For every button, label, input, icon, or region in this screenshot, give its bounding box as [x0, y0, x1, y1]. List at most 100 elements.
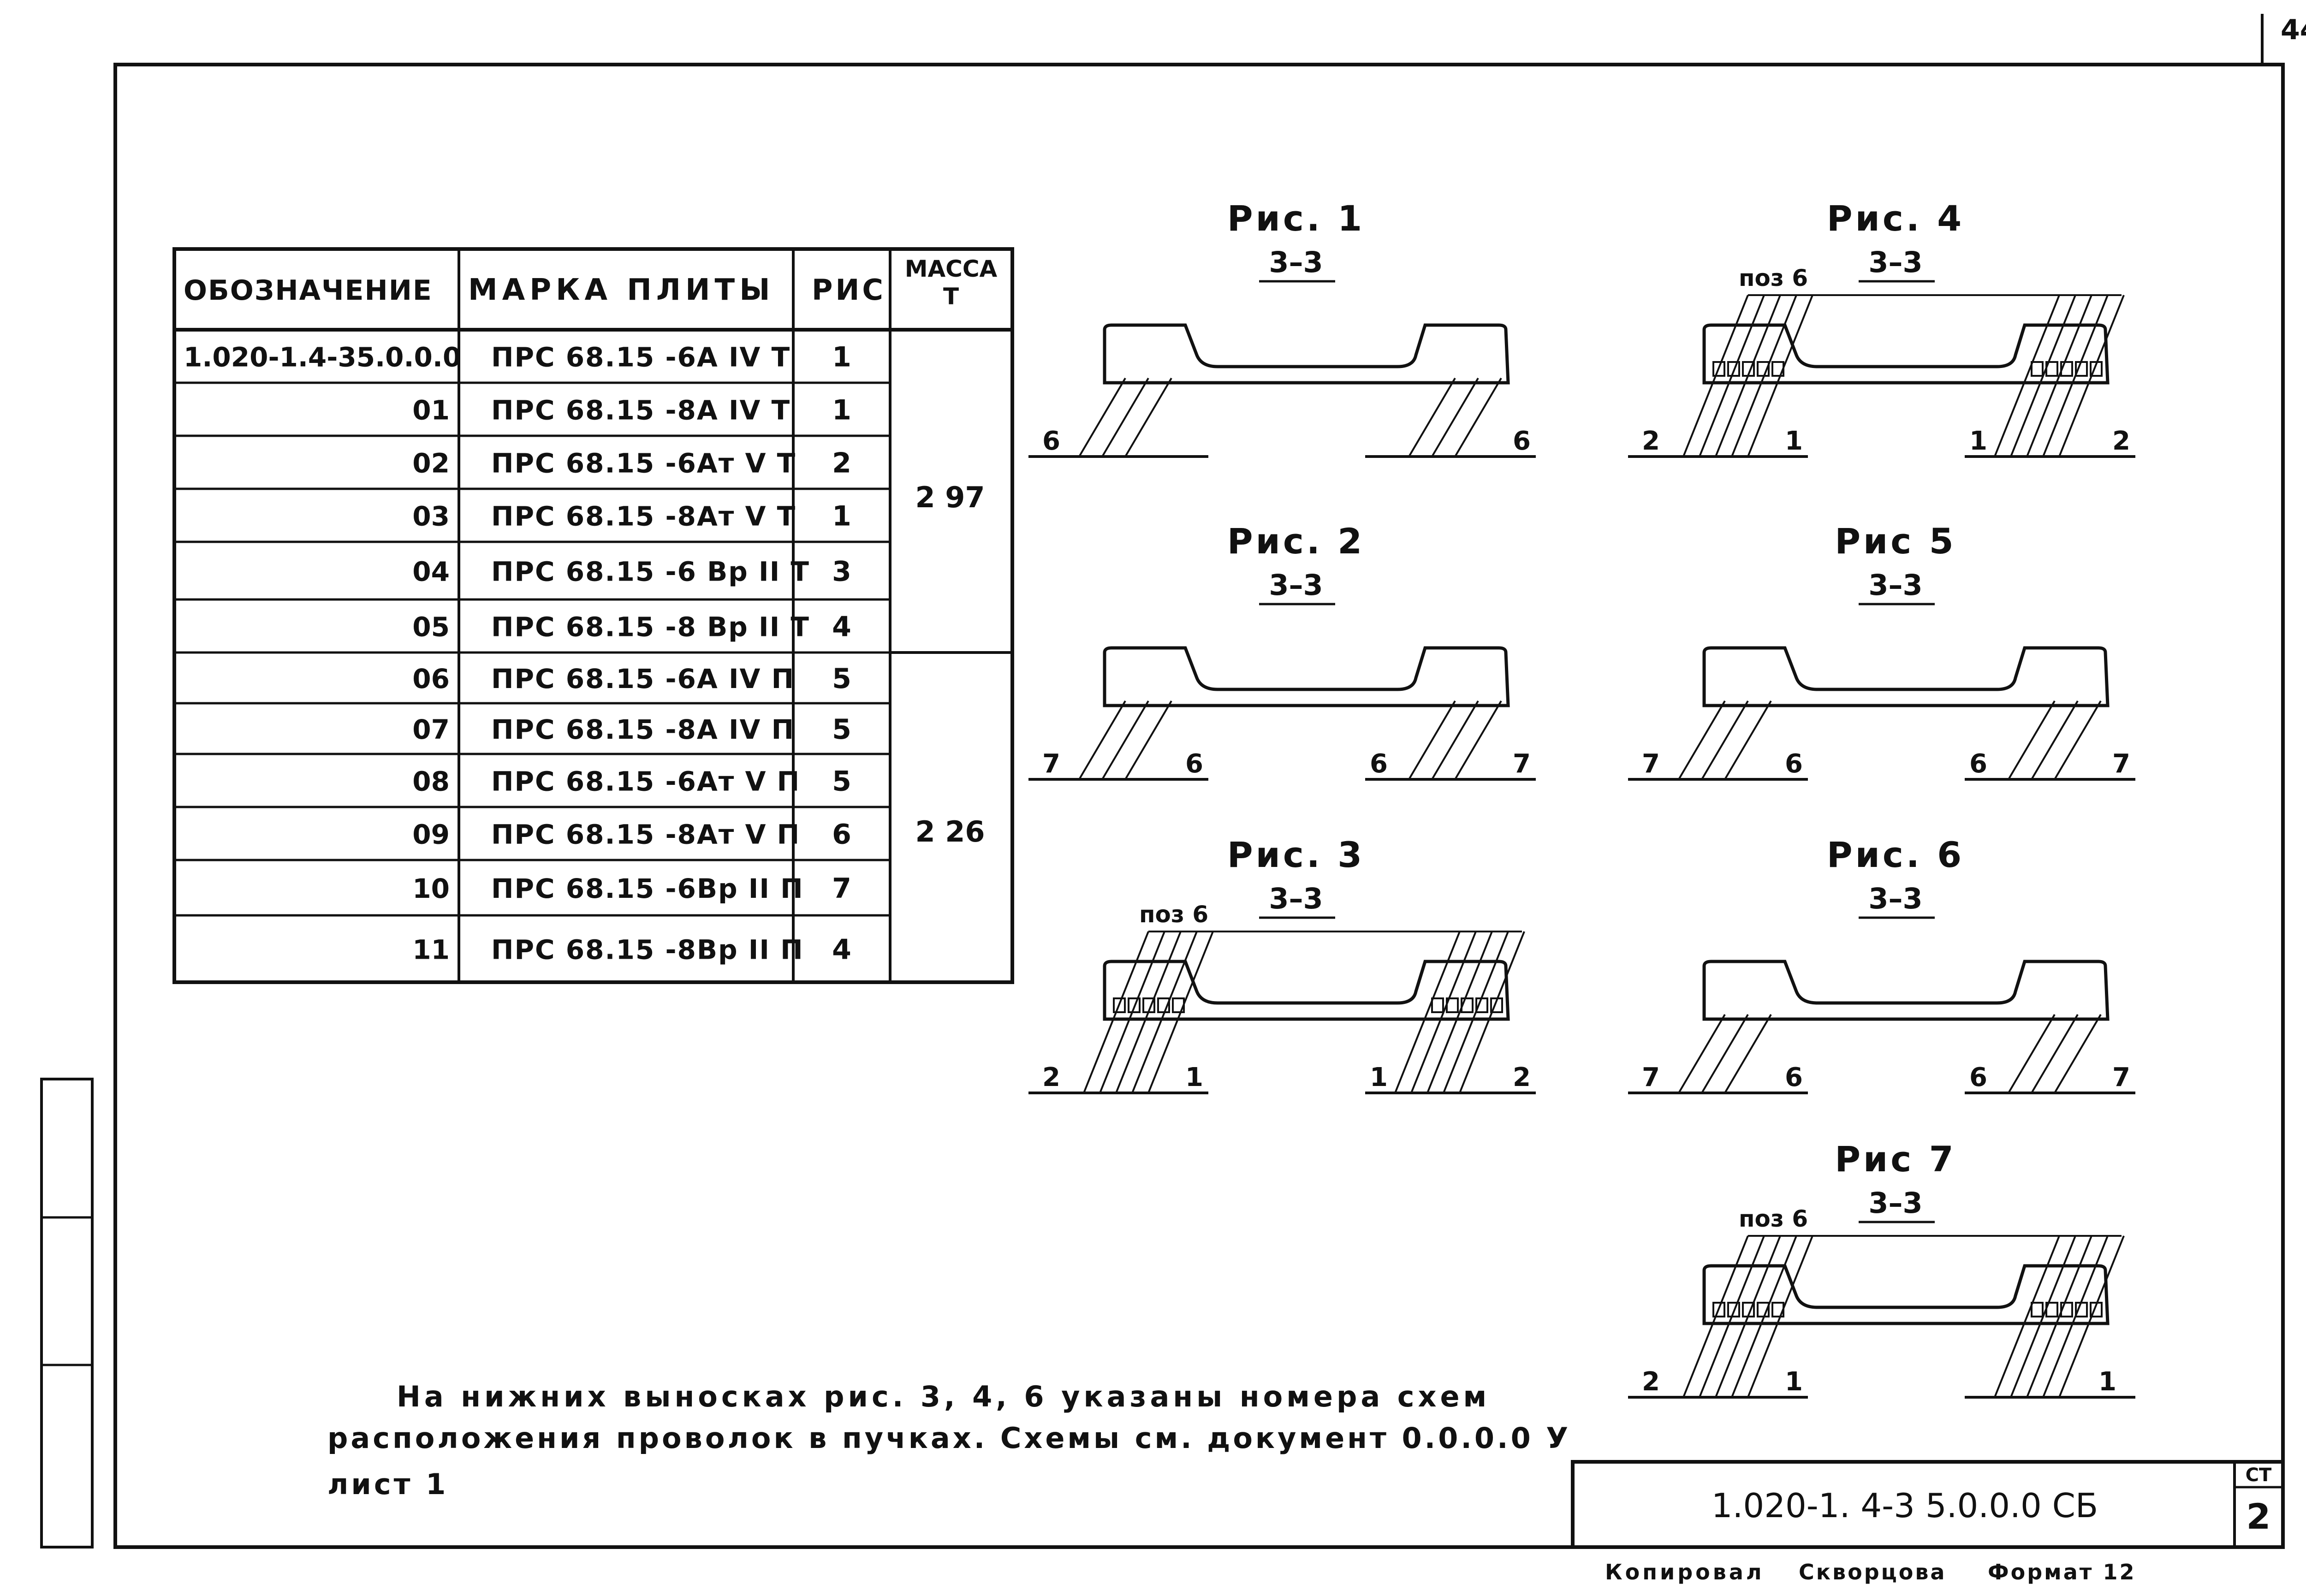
- callout-left-inner: 6: [1785, 749, 1803, 779]
- callout-right-outer: 7: [1513, 749, 1531, 779]
- section-label: 3–3: [1868, 882, 1922, 915]
- row-mark: ПРС 68.15 -8Ат V Т: [491, 501, 796, 532]
- section-label: 3–3: [1868, 245, 1922, 279]
- row-fig: 4: [832, 611, 851, 643]
- row-fig: 1: [832, 394, 851, 427]
- row-code: 1.020-1.4-35.0.0.0: [184, 342, 461, 373]
- callout-right-inner: 6: [1969, 749, 1987, 779]
- row-code: 01: [412, 395, 450, 426]
- row-mark: ПРС 68.15 -8 Вр II Т: [491, 611, 810, 643]
- row-code: 05: [412, 611, 450, 643]
- note-line-3: лист 1: [327, 1467, 448, 1501]
- header-designation: ОБОЗНАЧЕНИЕ: [184, 274, 433, 307]
- row-fig: 5: [832, 663, 851, 695]
- figure-title: Рис. 4: [1827, 198, 1964, 239]
- sheet-label: СТ: [2246, 1465, 2272, 1486]
- mass-group-1: 2 97: [915, 481, 985, 514]
- row-code: 08: [412, 766, 450, 797]
- callout-left-outer: 7: [1642, 749, 1660, 779]
- row-mark: ПРС 68.15 -6А IV Т: [491, 342, 790, 373]
- figure-title: Рис. 1: [1227, 198, 1365, 239]
- row-mark: ПРС 68.15 -6Ат V П: [491, 766, 800, 797]
- row-mark: ПРС 68.15 -6А IV П: [491, 663, 795, 694]
- page-number: 44: [2281, 14, 2306, 46]
- header-mark: МАРКА ПЛИТЫ: [468, 273, 775, 307]
- callout-right-outer: 7: [2112, 749, 2130, 779]
- section-label: 3–3: [1269, 568, 1323, 602]
- section-figure: Рис. 3 3–3 поз 6 2 1 1 2: [1028, 834, 1536, 1094]
- pos-label: поз 6: [1139, 901, 1208, 928]
- copied-name: Скворцова: [1799, 1560, 1946, 1584]
- callout-left-inner: 1: [1185, 1062, 1203, 1092]
- callout-left-inner: 6: [1785, 1062, 1803, 1092]
- row-code: 04: [412, 556, 450, 587]
- pos-label: поз 6: [1739, 1205, 1808, 1232]
- row-fig: 6: [832, 819, 851, 851]
- row-fig: 1: [832, 500, 851, 533]
- figure-title: Рис. 6: [1827, 834, 1964, 875]
- document-code: 1.020-1. 4-3 5.0.0.0 СБ: [1712, 1486, 2098, 1525]
- row-code: 11: [412, 934, 450, 966]
- callout-left-inner: 1: [1785, 426, 1803, 456]
- marks-table: [172, 247, 1014, 984]
- row-code: 10: [412, 873, 450, 904]
- row-mark: ПРС 68.15 -8А IV П: [491, 714, 795, 745]
- sheet-frame: [113, 63, 2285, 1549]
- callout-right-outer: 2: [1513, 1062, 1531, 1092]
- row-code: 06: [412, 663, 450, 694]
- row-fig: 4: [832, 934, 851, 966]
- callout-right-inner: 1: [1370, 1062, 1388, 1092]
- note-line-1: На нижних выносках рис. 3, 4, 6 указаны …: [397, 1380, 1490, 1413]
- callout-right-outer: 1: [2098, 1367, 2116, 1397]
- callout-left-inner: 1: [1785, 1367, 1803, 1397]
- row-code: 03: [412, 501, 450, 532]
- row-fig: 1: [832, 341, 851, 374]
- callout-right-outer: 7: [2112, 1062, 2130, 1092]
- callout-left-outer: 6: [1042, 426, 1060, 456]
- callout-left-outer: 2: [1042, 1062, 1060, 1092]
- figure-title: Рис 7: [1835, 1139, 1956, 1180]
- binding-strip: [40, 1078, 94, 1549]
- row-fig: 5: [832, 765, 851, 798]
- title-block: [1571, 1460, 2285, 1549]
- callout-left-outer: 2: [1642, 426, 1660, 456]
- callout-left-outer: 7: [1042, 749, 1060, 779]
- figure-title: Рис. 3: [1227, 834, 1365, 875]
- callout-right-inner: 1: [1969, 426, 1987, 456]
- row-mark: ПРС 68.15 -8А IV Т: [491, 395, 790, 426]
- row-mark: ПРС 68.15 -6 Вр II Т: [491, 556, 810, 587]
- row-mark: ПРС 68.15 -8Ат V П: [491, 819, 800, 850]
- row-code: 07: [412, 714, 450, 745]
- note-line-2: расположения проволок в пучках. Схемы см…: [327, 1421, 1571, 1455]
- callout-left-inner: 6: [1185, 749, 1203, 779]
- sheet-number: 2: [2247, 1496, 2271, 1537]
- mass-group-2: 2 26: [915, 815, 985, 848]
- pos-label: поз 6: [1739, 265, 1808, 291]
- copied-label: Копировал: [1605, 1560, 1765, 1584]
- row-fig: 7: [832, 872, 851, 905]
- row-code: 09: [412, 819, 450, 850]
- section-label: 3–3: [1269, 245, 1323, 279]
- row-mark: ПРС 68.15 -6Ат V Т: [491, 448, 796, 479]
- callout-left-outer: 2: [1642, 1367, 1660, 1397]
- row-fig: 3: [832, 556, 851, 588]
- section-label: 3–3: [1868, 568, 1922, 602]
- figure-title: Рис 5: [1835, 521, 1956, 562]
- section-figure: Рис. 2 3–3 7 6 6 7: [1028, 521, 1536, 781]
- row-fig: 5: [832, 713, 851, 746]
- row-code: 02: [412, 448, 450, 479]
- callout-right-inner: 6: [1370, 749, 1388, 779]
- row-mark: ПРС 68.15 -8Вр II П: [491, 934, 804, 966]
- figure-title: Рис. 2: [1227, 521, 1365, 562]
- callout-left-outer: 7: [1642, 1062, 1660, 1092]
- row-mark: ПРС 68.15 -6Вр II П: [491, 873, 804, 904]
- section-label: 3–3: [1269, 882, 1323, 915]
- header-fig: РИС: [812, 273, 886, 307]
- format-label: Формат 12: [1988, 1560, 2136, 1584]
